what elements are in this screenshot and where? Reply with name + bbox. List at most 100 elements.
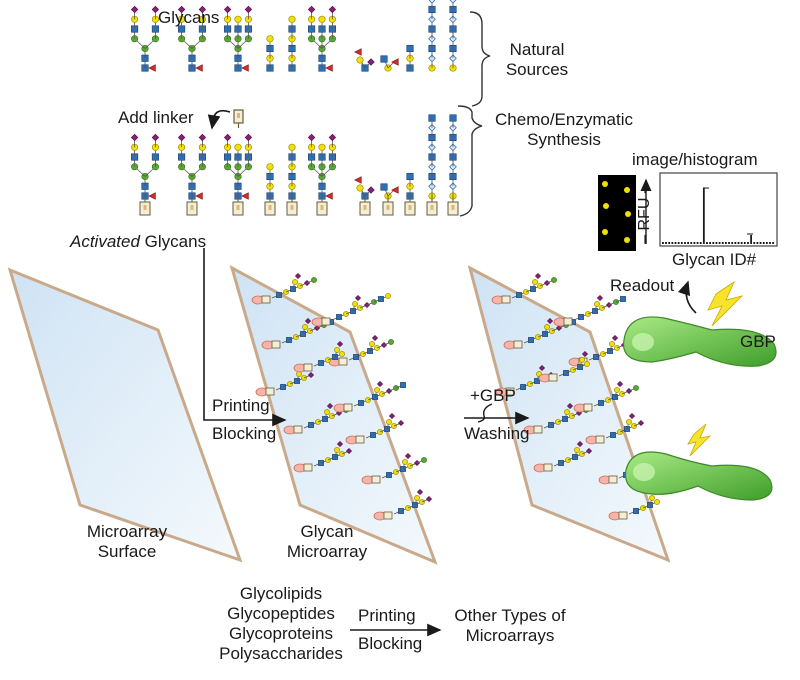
readout-arrow — [677, 280, 697, 314]
histogram-bar — [769, 242, 771, 244]
chemo-line2: Synthesis — [527, 130, 601, 149]
fucose-triangle — [241, 192, 249, 200]
histogram-bar — [737, 242, 740, 244]
bottom-item: Polysaccharides — [219, 644, 343, 663]
galactose-circle — [288, 15, 296, 23]
histogram-bar — [671, 242, 674, 244]
sialic-diamond — [611, 334, 619, 342]
printed-glycan — [538, 350, 590, 383]
galactose-circle — [579, 357, 585, 363]
histogram-bar — [731, 242, 734, 244]
printed-glycan — [361, 452, 427, 485]
bottom-source-list: Glycolipids Glycopeptides Glycoproteins … — [216, 584, 346, 664]
sialic-diamond — [177, 5, 186, 14]
add-linker-arrow — [207, 109, 231, 130]
galactose-circle — [266, 163, 274, 171]
bottom-item: Glycopeptides — [227, 604, 335, 623]
sialic-diamond — [367, 58, 375, 66]
histogram-bar — [715, 242, 718, 244]
rfu-axis-label: – RFU – — [636, 184, 653, 244]
histogram-bar — [759, 242, 762, 244]
fluorescent-spot — [602, 229, 608, 235]
sialic-diamond — [198, 5, 207, 14]
histogram-bar — [772, 242, 775, 244]
gbp-protein-upper — [622, 280, 777, 367]
lightning-icon — [707, 280, 744, 327]
printing-arrow — [203, 248, 287, 427]
galactose-circle — [654, 499, 660, 505]
sialic-diamond — [151, 5, 160, 14]
histogram-bar — [665, 242, 667, 244]
printed-glycan — [523, 402, 589, 435]
galactose-circle — [339, 351, 345, 357]
galactose-circle — [234, 143, 242, 151]
fucose-triangle — [195, 64, 203, 72]
printed-glycan — [573, 380, 639, 413]
glcnac-square — [449, 114, 457, 122]
gbp-label: GBP — [740, 332, 776, 351]
chemo-line1: Chemo/Enzymatic — [495, 110, 633, 129]
mannose-circle — [388, 339, 394, 345]
histogram-bar — [743, 242, 746, 244]
histogram-bar — [702, 188, 705, 244]
histogram-bar — [718, 242, 721, 244]
sialic-diamond — [397, 419, 405, 427]
sialic-diamond — [307, 371, 315, 379]
activated-rest: Glycans — [139, 232, 207, 251]
printed-glycan — [333, 380, 406, 413]
washing-label: Washing — [464, 424, 530, 443]
mannose-circle — [551, 277, 557, 283]
printed-glycan — [311, 293, 391, 327]
histogram-bar — [687, 242, 689, 244]
sialic-diamond — [130, 5, 139, 14]
sialic-diamond — [177, 133, 186, 142]
fucose-triangle — [148, 192, 156, 200]
fluorescent-spot — [624, 237, 630, 243]
bottom-blocking-label: Blocking — [358, 634, 423, 653]
galactose-circle — [352, 301, 358, 307]
plus-gbp-label: +GBP — [470, 386, 516, 405]
glycan-id-axis-label: Glycan ID# — [672, 250, 757, 269]
array-image-spots — [602, 181, 631, 243]
histogram-bar — [696, 242, 699, 244]
printed-glycan — [293, 340, 345, 373]
glycan-line1: Glycan — [300, 522, 354, 541]
galactose-circle — [324, 409, 330, 415]
galactose-circle — [614, 387, 620, 393]
sialic-diamond — [328, 133, 337, 142]
printed-glycan — [293, 440, 353, 473]
printed-glycan — [585, 412, 645, 445]
histogram-bars — [662, 187, 775, 244]
surface-line1: Microarray — [86, 522, 168, 541]
lightning-icon — [687, 423, 712, 457]
glycans-title: Glycans — [158, 8, 220, 27]
mannose-circle — [311, 277, 317, 283]
histogram-bar — [728, 242, 730, 244]
galactose-circle — [374, 387, 380, 393]
histogram-bar — [750, 235, 752, 244]
sialic-diamond — [376, 380, 384, 388]
sialic-diamond — [307, 133, 316, 142]
mannose-circle — [421, 457, 427, 463]
gbp-curl — [477, 403, 493, 423]
add-linker-label: Add linker — [118, 108, 194, 127]
histogram-bar — [674, 242, 677, 244]
histogram-bar — [762, 242, 765, 244]
glcnac-square — [380, 55, 388, 63]
histogram-bar — [677, 242, 680, 244]
fluorescent-spot — [624, 187, 630, 193]
sialic-diamond — [404, 452, 412, 460]
galactose-circle — [334, 447, 340, 453]
glcnac-square — [406, 44, 414, 53]
glycan-line2: Microarray — [286, 542, 368, 561]
glcnac-square — [620, 296, 626, 302]
galactose-circle — [564, 409, 570, 415]
histogram-bar — [662, 242, 664, 244]
sialic-diamond — [304, 317, 312, 325]
galactose-circle — [402, 459, 408, 465]
fluorescent-spot — [602, 181, 608, 187]
sialic-diamond — [585, 447, 593, 455]
readout-label: Readout — [610, 276, 675, 295]
